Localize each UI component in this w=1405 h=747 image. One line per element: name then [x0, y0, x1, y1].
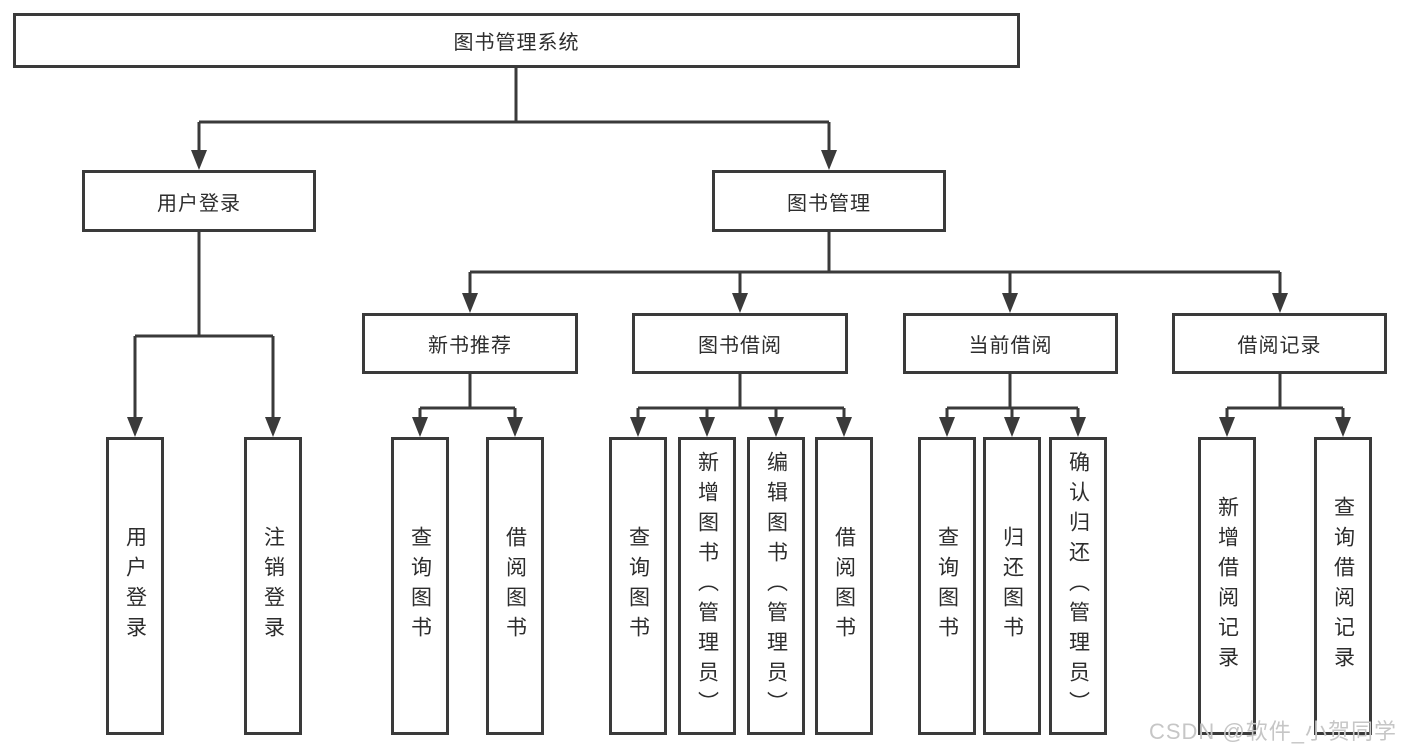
leaf-edit-books-admin: 编辑图书（管理员） — [747, 437, 805, 735]
node-book-management-label: 图书管理 — [787, 192, 871, 215]
node-root: 图书管理系统 — [13, 13, 1020, 68]
node-book-borrow-label: 图书借阅 — [698, 335, 782, 357]
connector-arrowheads — [127, 150, 1351, 437]
leaf-add-books-admin: 新增图书（管理员） — [678, 437, 736, 735]
leaf-query-borrow-record: 查询借阅记录 — [1314, 437, 1372, 735]
leaf-return-books: 归还图书 — [983, 437, 1041, 735]
leaf-add-borrow-record: 新增借阅记录 — [1198, 437, 1256, 735]
node-new-book-recommend: 新书推荐 — [362, 313, 578, 374]
node-current-borrow-label: 当前借阅 — [968, 335, 1053, 357]
leaf-user-login: 用户登录 — [106, 437, 164, 735]
node-new-book-recommend-label: 新书推荐 — [428, 335, 512, 357]
leaf-query-books-current: 查询图书 — [918, 437, 976, 735]
connector-trunk-lines — [133, 68, 1345, 421]
watermark: CSDN @软件_小贺同学 — [1148, 719, 1397, 744]
leaf-borrow-books-recommend: 借阅图书 — [486, 437, 544, 735]
node-user-login: 用户登录 — [82, 170, 316, 232]
node-borrow-records-label: 借阅记录 — [1237, 335, 1322, 357]
leaf-borrow-books: 借阅图书 — [815, 437, 873, 735]
node-user-login-label: 用户登录 — [157, 192, 241, 215]
leaf-query-books-recommend: 查询图书 — [391, 437, 449, 735]
node-current-borrow: 当前借阅 — [903, 313, 1118, 374]
leaf-logout: 注销登录 — [244, 437, 302, 735]
node-book-management: 图书管理 — [712, 170, 946, 232]
node-root-label: 图书管理系统 — [453, 32, 580, 54]
node-borrow-records: 借阅记录 — [1172, 313, 1387, 374]
leaf-confirm-return-admin: 确认归还（管理员） — [1049, 437, 1107, 735]
node-book-borrow: 图书借阅 — [632, 313, 848, 374]
leaf-query-books-borrow: 查询图书 — [609, 437, 667, 735]
